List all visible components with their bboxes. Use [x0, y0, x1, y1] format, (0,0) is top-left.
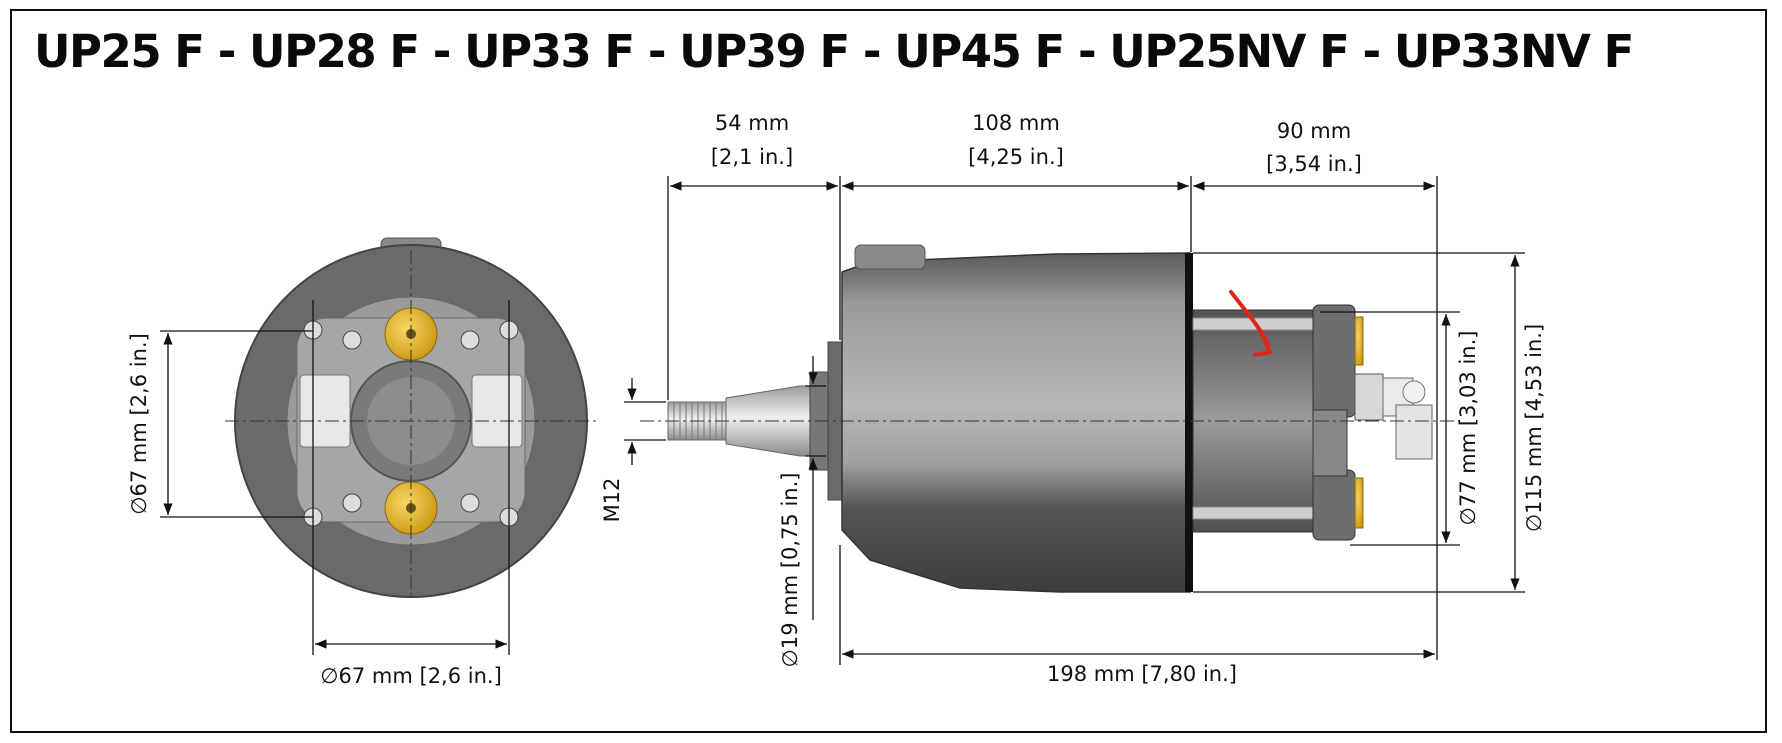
dim-rear-length-in: [3,54 in.] — [1266, 152, 1362, 176]
dim-rear-diameter: ∅77 mm [3,03 in.] — [1456, 331, 1480, 526]
dim-bolt-horizontal: ∅67 mm [2,6 in.] — [320, 664, 502, 688]
dim-thread: M12 — [600, 478, 624, 523]
dim-body-length-mm: 108 mm — [972, 111, 1060, 135]
dim-shaft-length-in: [2,1 in.] — [711, 145, 793, 169]
rear-diameter-dimension — [1320, 311, 1460, 546]
dim-total-length: 198 mm [7,80 in.] — [1047, 662, 1237, 686]
top-dimensions — [667, 176, 1438, 660]
dim-bolt-vertical: ∅67 mm [2,6 in.] — [127, 333, 151, 515]
side-view — [640, 244, 1460, 593]
shaft-diameter-dimension — [805, 356, 826, 620]
front-view — [160, 237, 600, 655]
page-title: UP25 F - UP28 F - UP33 F - UP39 F - UP45… — [34, 25, 1634, 78]
total-length-dimension — [839, 545, 1435, 665]
dim-rear-length-mm: 90 mm — [1277, 119, 1351, 143]
body-diameter-dimension — [1193, 252, 1525, 593]
pump-body — [841, 252, 1191, 593]
dim-body-length-in: [4,25 in.] — [968, 145, 1064, 169]
dim-shaft-length-mm: 54 mm — [715, 111, 789, 135]
dim-shaft-diameter: ∅19 mm [0,75 in.] — [778, 473, 802, 668]
dim-body-diameter: ∅115 mm [4,53 in.] — [1522, 324, 1546, 532]
m12-dimension — [624, 378, 666, 465]
